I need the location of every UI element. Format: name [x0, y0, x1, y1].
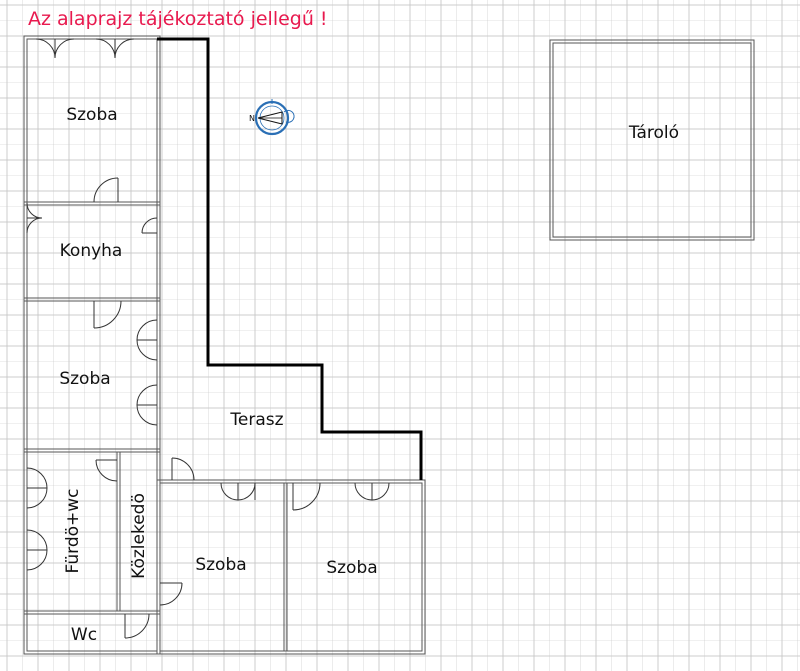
room-label-konyha: Konyha [60, 241, 123, 261]
door-arc [124, 613, 150, 639]
walls [23, 35, 755, 655]
room-label-szoba-2: Szoba [59, 369, 110, 389]
door-arc [292, 482, 321, 511]
wall-outer-left-column [23, 35, 161, 655]
doors [26, 38, 390, 639]
door-arc [159, 582, 183, 606]
wall-outer-lower-rooms [156, 479, 426, 655]
window-arc [136, 404, 158, 426]
wall-inner-lower-rooms [159, 482, 423, 652]
window-arc [54, 38, 75, 59]
window-arc [26, 467, 48, 489]
room-label-szoba-4: Szoba [326, 558, 377, 578]
compass-icon: N [249, 99, 295, 136]
window-arc [26, 529, 48, 551]
window-arc [136, 319, 158, 341]
room-labels: Szoba Konyha Szoba Terasz Fürdö+wc Közle… [59, 105, 679, 645]
wall-outer-tarolo [549, 39, 755, 241]
window-arc [95, 38, 116, 59]
door-arc [93, 177, 119, 203]
terrace-outline [157, 37, 423, 480]
window-arc [114, 38, 135, 59]
room-label-wc: Wc [71, 625, 97, 645]
room-label-furdo-wc: Fürdö+wc [63, 489, 83, 574]
window-arc [371, 482, 390, 501]
wall-inner-tarolo [552, 42, 752, 238]
room-label-terasz: Terasz [229, 410, 283, 430]
room-label-tarolo: Tároló [628, 123, 679, 143]
window-arc [136, 339, 158, 361]
room-label-kozlekedo: Közlekedö [129, 493, 149, 579]
wall-inner-left-column [26, 38, 158, 652]
window-arc [220, 482, 239, 501]
room-label-szoba-3: Szoba [195, 555, 246, 575]
disclaimer-title: Az alaprajz tájékoztató jellegű ! [28, 8, 328, 30]
window-arc [26, 202, 43, 219]
compass-north-label: N [249, 114, 255, 123]
window-arc [26, 487, 48, 509]
window-arc [26, 217, 43, 234]
door-arc [171, 457, 195, 481]
door-arc [141, 217, 158, 234]
window-arc [35, 38, 56, 59]
window-arc [354, 482, 373, 501]
door-arc [93, 300, 122, 329]
door-arc [95, 459, 118, 482]
room-label-szoba-1: Szoba [66, 105, 117, 125]
window-arc [136, 384, 158, 406]
window-arc [26, 549, 48, 571]
